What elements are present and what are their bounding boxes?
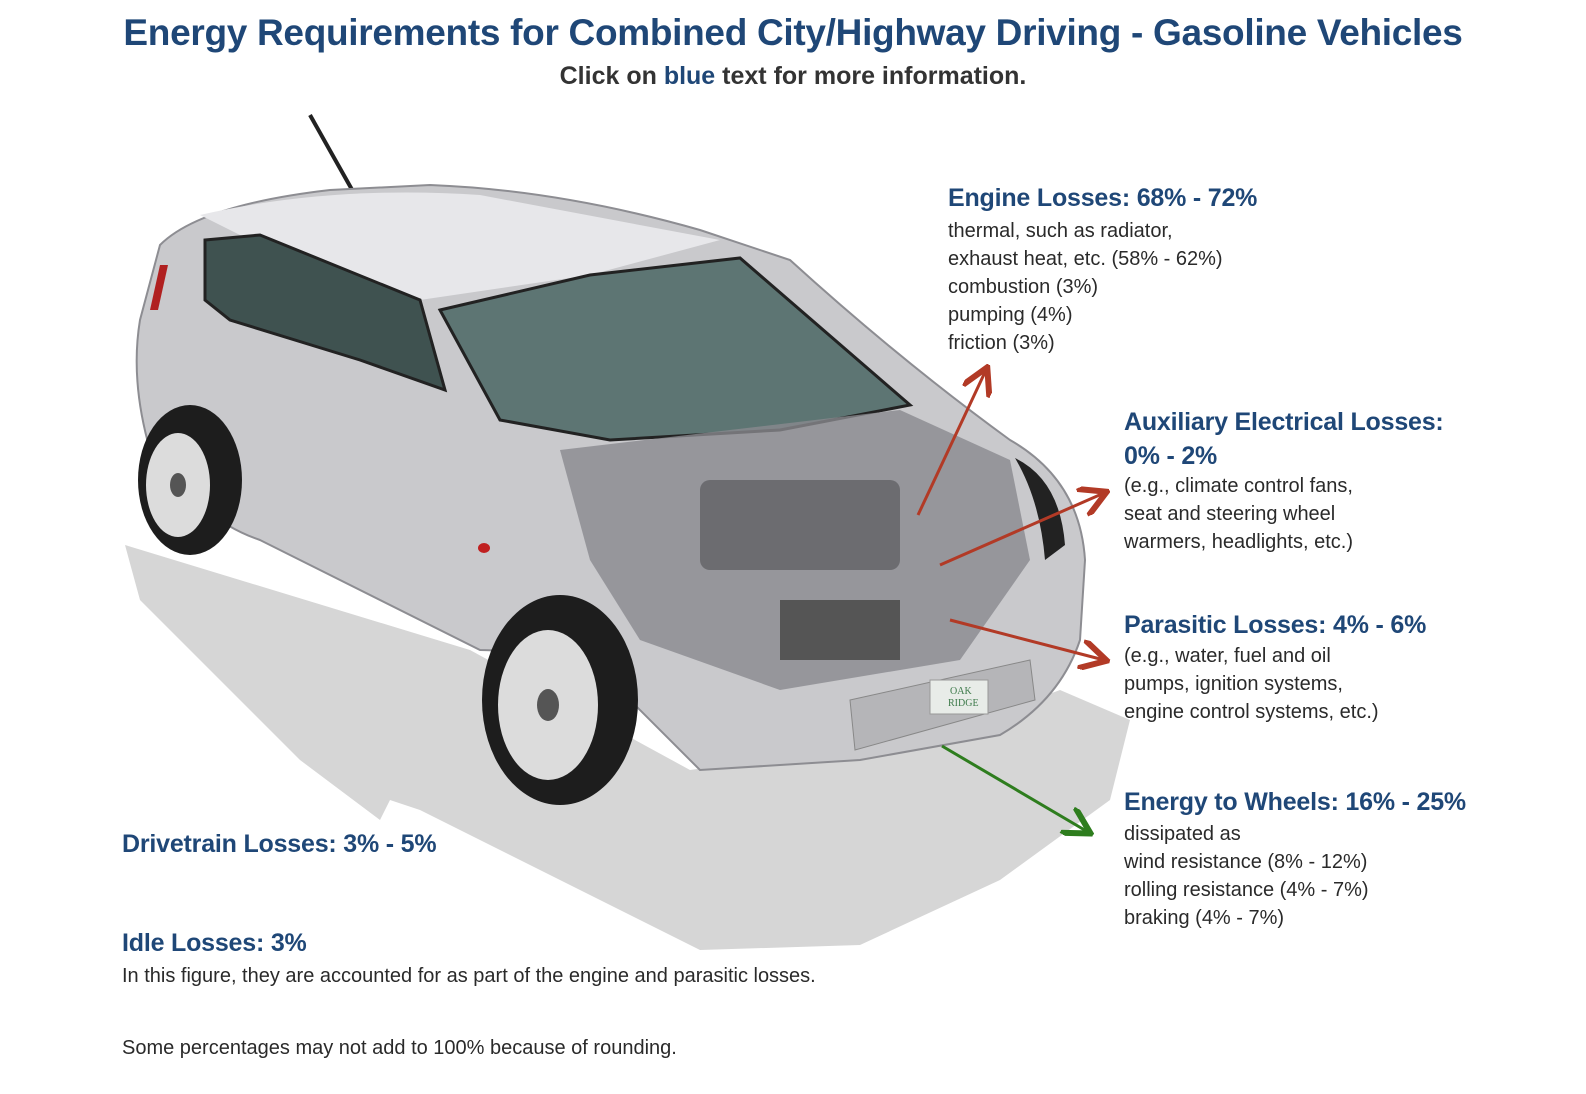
parasitic-detail-line: (e.g., water, fuel and oil (1124, 645, 1331, 667)
side-windows (203, 233, 448, 393)
parasitic-arrow (949, 618, 1104, 660)
subtitle-blue-word: blue (663, 62, 716, 90)
parasitic-detail-line: engine control systems, etc.) (1124, 701, 1379, 723)
engine-detail-line: exhaust heat, etc. (58% - 62%) (948, 248, 1223, 270)
parasitic-losses-link[interactable]: Parasitic Losses: 4% - 6% (1124, 611, 1427, 639)
wheels-detail-line: dissipated as (1124, 823, 1241, 845)
engine-losses-link[interactable]: Engine Losses: 68% - 72% (948, 184, 1258, 212)
auxiliary-losses-details: (e.g., climate control fans, seat and st… (1124, 472, 1353, 556)
wheels-detail-line: wind resistance (8% - 12%) (1124, 851, 1368, 873)
idle-losses-link[interactable]: Idle Losses: 3% (122, 929, 307, 957)
idle-losses-details: In this figure, they are accounted for a… (122, 965, 816, 987)
auxiliary-heading-line[interactable]: Auxiliary Electrical Losses: (1124, 408, 1444, 436)
auxiliary-detail-line: warmers, headlights, etc.) (1124, 531, 1353, 553)
subtitle-text-2: text for more information. (715, 62, 1027, 90)
auxiliary-heading-line[interactable]: 0% - 2% (1124, 442, 1218, 470)
engine-losses-details: thermal, such as radiator, exhaust heat,… (948, 217, 1223, 357)
rounding-footnote: Some percentages may not add to 100% bec… (122, 1037, 677, 1059)
engine-detail-line: pumping (4%) (948, 304, 1073, 326)
antenna (308, 114, 357, 196)
wheels-arrow (941, 744, 1088, 832)
engine-detail-line: friction (3%) (948, 332, 1055, 354)
logo-line-1: OAK (950, 686, 972, 697)
parasitic-losses-details: (e.g., water, fuel and oil pumps, igniti… (1124, 642, 1379, 726)
drivetrain-losses-link[interactable]: Drivetrain Losses: 3% - 5% (122, 830, 437, 858)
parasitic-detail-line: pumps, ignition systems, (1124, 673, 1343, 695)
auxiliary-arrow (939, 493, 1104, 567)
page-subtitle: Click on blue text for more information. (0, 62, 1586, 91)
energy-to-wheels-details: dissipated as wind resistance (8% - 12%)… (1124, 820, 1369, 932)
auxiliary-detail-line: (e.g., climate control fans, (1124, 475, 1353, 497)
wheels-detail-line: rolling resistance (4% - 7%) (1124, 879, 1369, 901)
auxiliary-losses-link[interactable]: Auxiliary Electrical Losses: 0% - 2% (1124, 405, 1444, 473)
engine-detail-line: thermal, such as radiator, (948, 220, 1173, 242)
wheels-detail-line: braking (4% - 7%) (1124, 907, 1285, 929)
subtitle-text-1: Click on (559, 62, 664, 90)
engine-detail-line: combustion (3%) (948, 276, 1099, 298)
energy-to-wheels-link[interactable]: Energy to Wheels: 16% - 25% (1124, 788, 1466, 816)
engine-arrow (916, 370, 986, 516)
page-title: Energy Requirements for Combined City/Hi… (123, 12, 1463, 53)
rear-wheel (138, 405, 242, 555)
front-wheel (482, 595, 638, 805)
auxiliary-detail-line: seat and steering wheel (1124, 503, 1336, 525)
logo-line-2: RIDGE (948, 698, 979, 709)
